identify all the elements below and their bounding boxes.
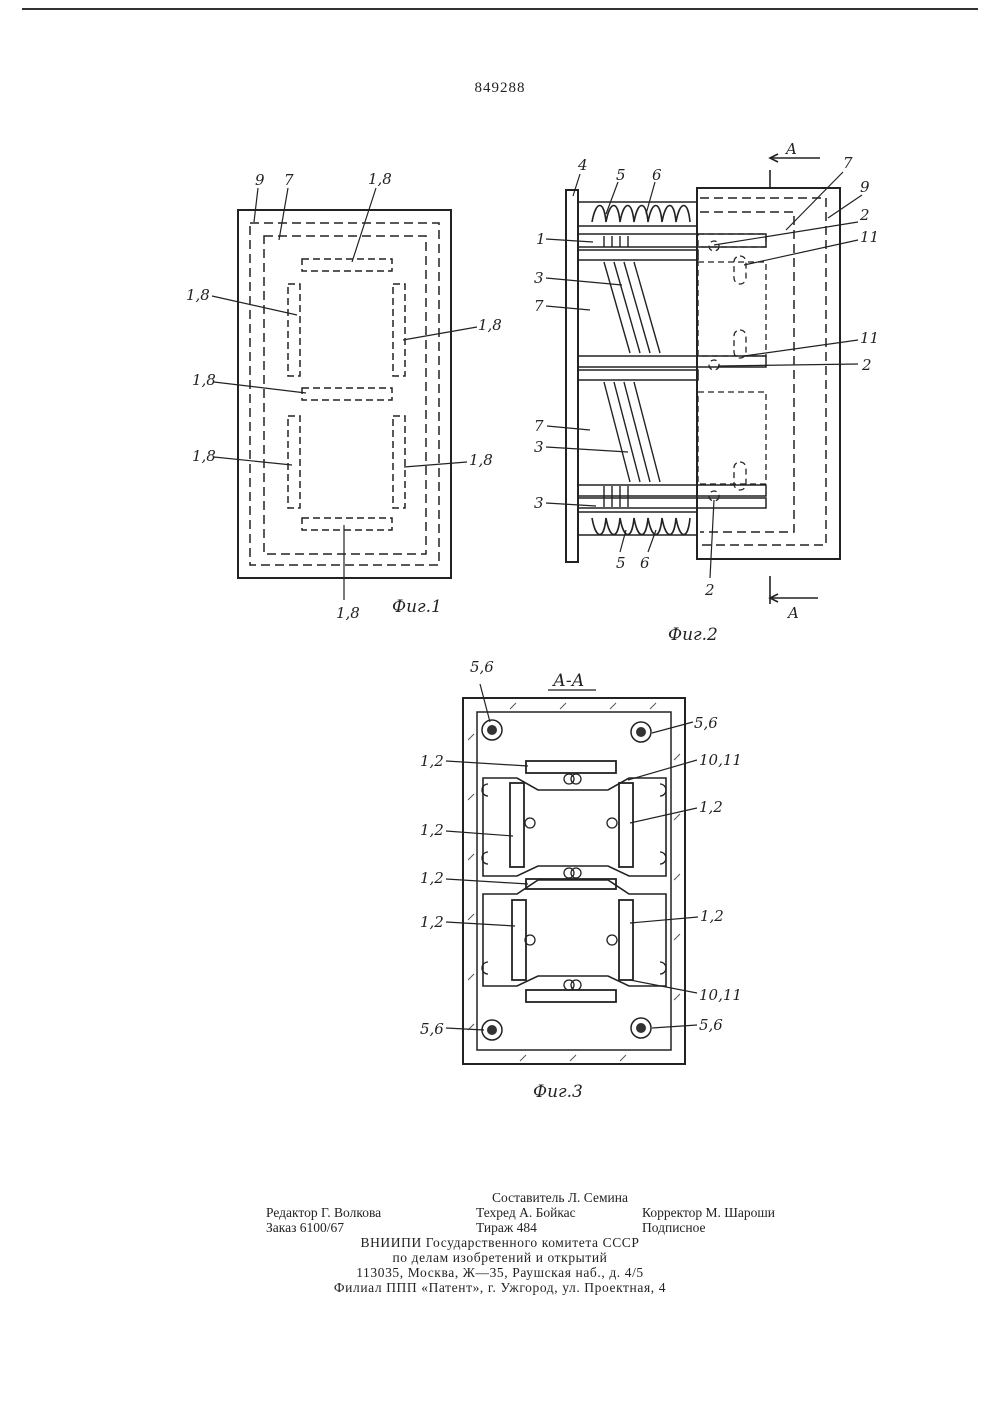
- fig1-segment-bottom: [302, 518, 392, 530]
- fig3-label-seg-ll: 1,2: [420, 913, 444, 931]
- fig2-label-7a: 7: [534, 297, 544, 315]
- fig3-label-seg-top: 1,2: [420, 752, 444, 770]
- fig3-label-seg-ur: 1,2: [699, 798, 723, 816]
- fig2-label-7b: 7: [534, 417, 544, 435]
- fig3-segment-lower-right: [619, 900, 633, 980]
- drawing-sheet: 9 7 1,8 1,8 1,8 1,8 1,8 1,8 1,8 Фиг.1: [0, 0, 1000, 1150]
- figure-2-labels: 4 5 6 1 3 7 7 3 3 5 6 7 9 2 11 11 2 2 A …: [534, 140, 879, 645]
- fig3-housing-inner: [477, 712, 671, 1050]
- fig2-label-6-bottom: 6: [640, 554, 650, 572]
- fig3-label-seg-mid: 1,2: [420, 869, 444, 887]
- fig3-label-rod-br: 5,6: [699, 1016, 723, 1034]
- fig1-label-seg-ul: 1,8: [186, 286, 210, 304]
- fig2-caption: Фиг.2: [668, 625, 718, 645]
- fig1-segment-lower-left: [288, 416, 300, 508]
- fig2-label-5-bottom: 5: [616, 554, 626, 572]
- fig1-frame-9: [250, 223, 439, 565]
- fig1-segment-middle: [302, 388, 392, 400]
- fig1-segment-upper-right: [393, 284, 405, 376]
- fig1-label-seg-ur: 1,8: [478, 316, 502, 334]
- fig2-label-7-right: 7: [843, 154, 853, 172]
- fig3-segment-upper-right: [619, 783, 633, 867]
- fig1-housing: [238, 210, 451, 578]
- fig2-spring-bottom: [592, 518, 690, 535]
- fig2-label-2c: 2: [704, 581, 715, 599]
- fig3-caption: Фиг.3: [533, 1082, 583, 1102]
- fig3-housing-outer: [463, 698, 685, 1064]
- fig2-plate-4: [566, 190, 578, 562]
- fig3-label-seg-lr: 1,2: [700, 907, 724, 925]
- imprint-org2: по делам изобретений и открытий: [0, 1250, 1000, 1265]
- fig1-label-seg-ll: 1,8: [192, 447, 216, 465]
- imprint-block: Составитель Л. Семина Редактор Г. Волков…: [0, 1190, 1000, 1295]
- fig2-label-9: 9: [860, 178, 870, 196]
- fig1-segment-lower-right: [393, 416, 405, 508]
- fig1-label-seg-top: 1,8: [368, 170, 392, 188]
- imprint-editor: Редактор Г. Волкова: [266, 1205, 381, 1220]
- fig3-label-guide-top: 10,11: [699, 751, 742, 769]
- fig1-segment-top: [302, 259, 392, 271]
- fig1-caption: Фиг.1: [392, 597, 442, 617]
- fig3-label-guide-bottom: 10,11: [699, 986, 742, 1004]
- fig1-label-seg-mid: 1,8: [192, 371, 216, 389]
- fig2-label-1: 1: [536, 230, 546, 248]
- fig2-label-3b: 3: [534, 438, 544, 456]
- fig2-label-5-top: 5: [616, 166, 626, 184]
- fig2-label-11a: 11: [860, 228, 879, 246]
- imprint-circulation: Тираж 484: [476, 1220, 537, 1235]
- fig3-guide-lower: [483, 880, 666, 986]
- fig2-label-2b: 2: [861, 356, 872, 374]
- figure-2: [546, 154, 862, 604]
- fig2-housing: [697, 188, 840, 559]
- fig1-label-seg-lr: 1,8: [469, 451, 493, 469]
- imprint-corrector: Корректор М. Шароши: [642, 1205, 775, 1220]
- fig1-label-9: 9: [255, 171, 265, 189]
- fig2-label-11b: 11: [860, 329, 879, 347]
- fig3-segment-bottom: [526, 990, 616, 1002]
- fig2-label-6-top: 6: [652, 166, 662, 184]
- fig2-label-4: 4: [577, 156, 588, 174]
- imprint-address: 113035, Москва, Ж—35, Раушская наб., д. …: [0, 1265, 1000, 1280]
- fig3-label-rod-bl: 5,6: [420, 1020, 444, 1038]
- fig2-label-3c: 3: [534, 494, 544, 512]
- fig2-section-mark-top: A: [784, 140, 797, 158]
- figure-3: [446, 684, 698, 1064]
- fig3-label-rod-tl: 5,6: [470, 658, 494, 676]
- fig2-label-3a: 3: [534, 269, 544, 287]
- figure-1: [212, 188, 477, 600]
- imprint-order: Заказ 6100/67: [266, 1220, 344, 1235]
- fig1-label-seg-bottom: 1,8: [336, 604, 360, 622]
- fig2-section-mark-bottom: A: [786, 604, 799, 622]
- imprint-compiler: Составитель Л. Семина: [492, 1190, 628, 1205]
- fig3-section-title: А-А: [552, 671, 585, 691]
- imprint-subscription: Подписное: [642, 1220, 706, 1235]
- fig1-segment-upper-left: [288, 284, 300, 376]
- imprint-org1: ВНИИПИ Государственного комитета СССР: [0, 1235, 1000, 1250]
- fig3-segment-upper-left: [510, 783, 524, 867]
- fig3-label-rod-tr: 5,6: [694, 714, 718, 732]
- fig3-segment-top: [526, 761, 616, 773]
- fig2-label-2a: 2: [859, 206, 870, 224]
- imprint-branch: Филиал ППП «Патент», г. Ужгород, ул. Про…: [0, 1280, 1000, 1295]
- fig3-segment-lower-left: [512, 900, 526, 980]
- imprint-techred: Техред А. Бойкас: [476, 1205, 576, 1220]
- fig2-frame-9: [700, 198, 826, 545]
- fig3-label-seg-ul: 1,2: [420, 821, 444, 839]
- fig1-label-7: 7: [284, 171, 294, 189]
